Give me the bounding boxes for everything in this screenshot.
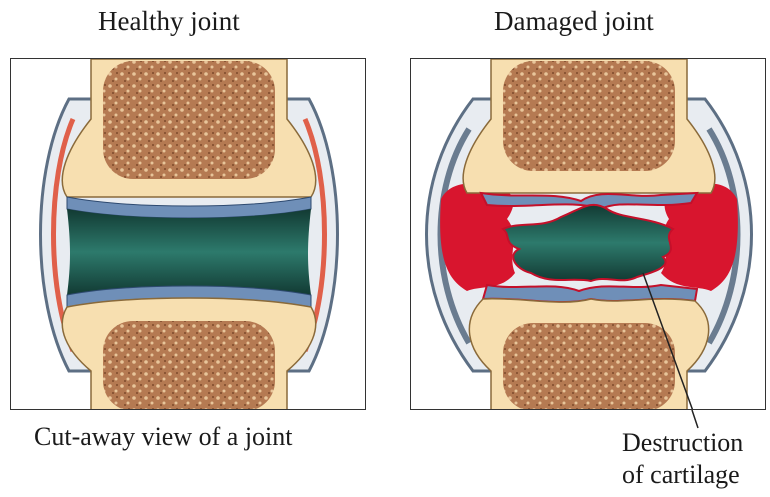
upper-marrow (503, 61, 675, 171)
damaged-joint-title: Damaged joint (494, 6, 654, 37)
lower-marrow (503, 323, 675, 410)
damaged-joint-panel (410, 58, 766, 410)
synovial-fluid (67, 209, 311, 295)
healthy-joint-caption: Cut-away view of a joint (34, 422, 293, 452)
damaged-annotation-line2: of cartilage (622, 460, 740, 490)
upper-marrow (103, 61, 275, 179)
healthy-joint-panel (10, 58, 366, 410)
lower-marrow (103, 321, 275, 410)
healthy-joint-illustration (11, 59, 366, 410)
damaged-joint-illustration (411, 59, 766, 410)
healthy-joint-title: Healthy joint (98, 6, 240, 37)
damaged-annotation-line1: Destruction (622, 428, 743, 458)
